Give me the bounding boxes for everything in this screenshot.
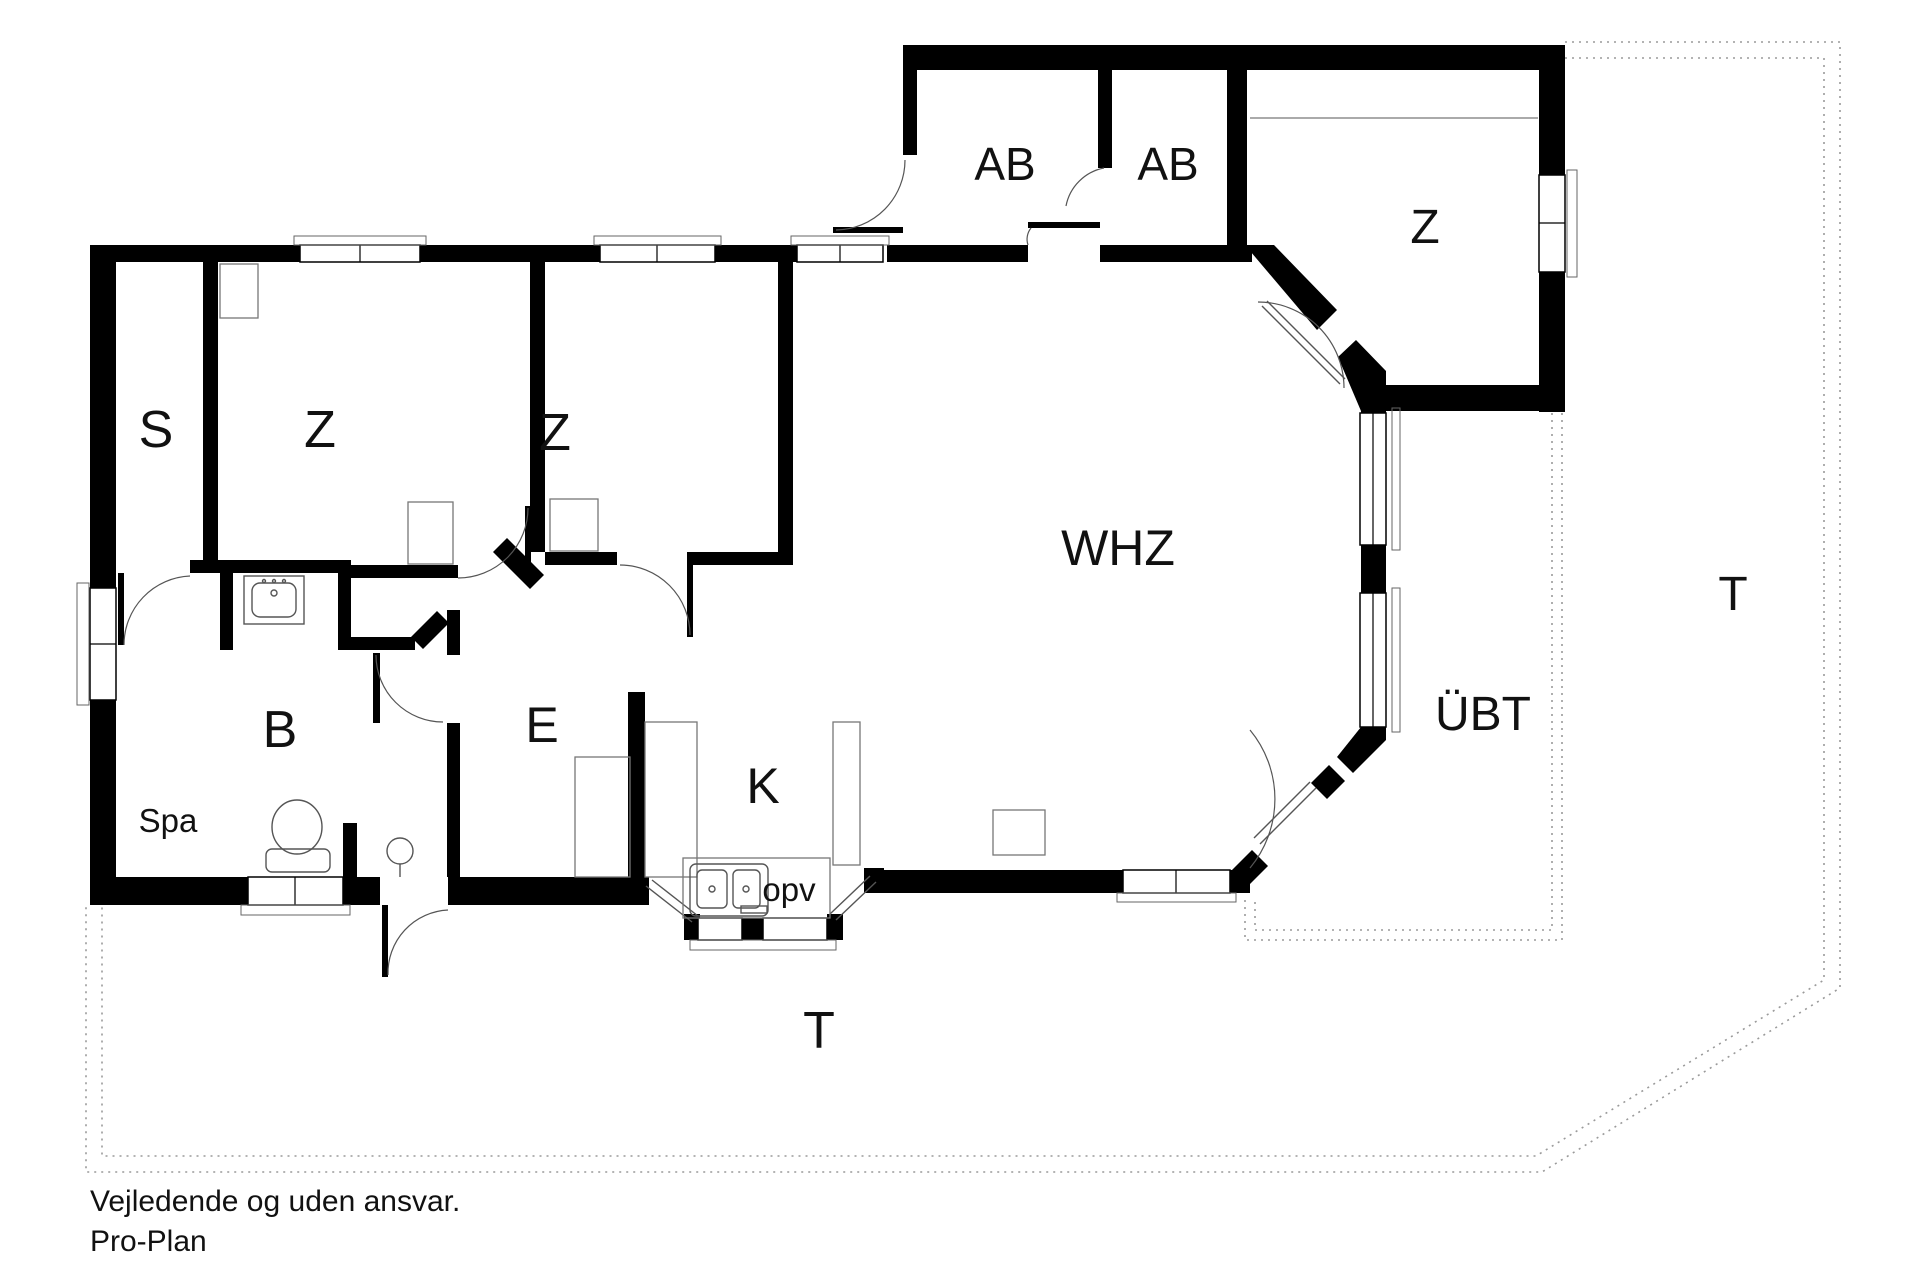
room-label-z2: Z bbox=[539, 404, 571, 462]
terrace-label-right: T bbox=[1718, 568, 1747, 621]
kitchen-sink-icon bbox=[689, 863, 769, 917]
room-label-s: S bbox=[139, 401, 174, 459]
doors bbox=[118, 159, 1345, 977]
shower-icon bbox=[386, 837, 414, 877]
closet bbox=[992, 809, 1046, 856]
opv-label: opv bbox=[762, 871, 816, 908]
room-label-k: K bbox=[746, 758, 779, 814]
room-label-whz: WHZ bbox=[1061, 520, 1175, 576]
z2-room-door bbox=[687, 563, 693, 637]
room-label-b: B bbox=[263, 701, 298, 759]
property-boundary bbox=[85, 41, 1841, 1173]
bathroom-sink-icon bbox=[243, 575, 305, 625]
footer: Vejledende og uden ansvar. Pro-Plan bbox=[90, 1185, 460, 1258]
ab-exterior-door bbox=[833, 227, 903, 233]
z3-door-arc bbox=[1257, 301, 1345, 389]
terrace-label-bottom: T bbox=[803, 1002, 835, 1060]
room-label-ab1: AB bbox=[974, 138, 1035, 190]
disclaimer-text: Vejledende og uden ansvar. bbox=[90, 1185, 460, 1218]
room-label-e: E bbox=[525, 697, 558, 753]
patio-door-arc bbox=[1249, 729, 1276, 869]
room-label-uebt: ÜBT bbox=[1435, 688, 1531, 741]
uebt-terrace-boundary bbox=[1254, 413, 1553, 931]
room-label-z3: Z bbox=[1410, 201, 1439, 254]
counter bbox=[644, 721, 698, 878]
s-room-door bbox=[118, 573, 124, 645]
kitchen-counter bbox=[682, 857, 831, 919]
closet bbox=[219, 263, 259, 319]
room-labels: S Z Z AB AB Z WHZ B E K ÜBT T T Spa opv bbox=[139, 138, 1748, 1060]
fixtures bbox=[219, 117, 1538, 919]
walls bbox=[90, 45, 1565, 940]
bathroom-door bbox=[373, 653, 380, 723]
windows bbox=[76, 169, 1578, 951]
toilet-icon bbox=[265, 799, 331, 873]
entrance-door bbox=[382, 905, 388, 977]
closet bbox=[549, 498, 599, 552]
room-label-z1: Z bbox=[304, 401, 336, 459]
counter bbox=[832, 721, 861, 866]
closet bbox=[407, 501, 454, 565]
counter bbox=[574, 756, 631, 878]
room-label-ab2: AB bbox=[1137, 138, 1198, 190]
ab2-door-arc bbox=[1065, 167, 1105, 207]
ab1-door bbox=[1028, 222, 1100, 228]
spa-label: Spa bbox=[139, 802, 198, 839]
z1-room-door bbox=[525, 506, 531, 578]
brand-text: Pro-Plan bbox=[90, 1225, 207, 1258]
